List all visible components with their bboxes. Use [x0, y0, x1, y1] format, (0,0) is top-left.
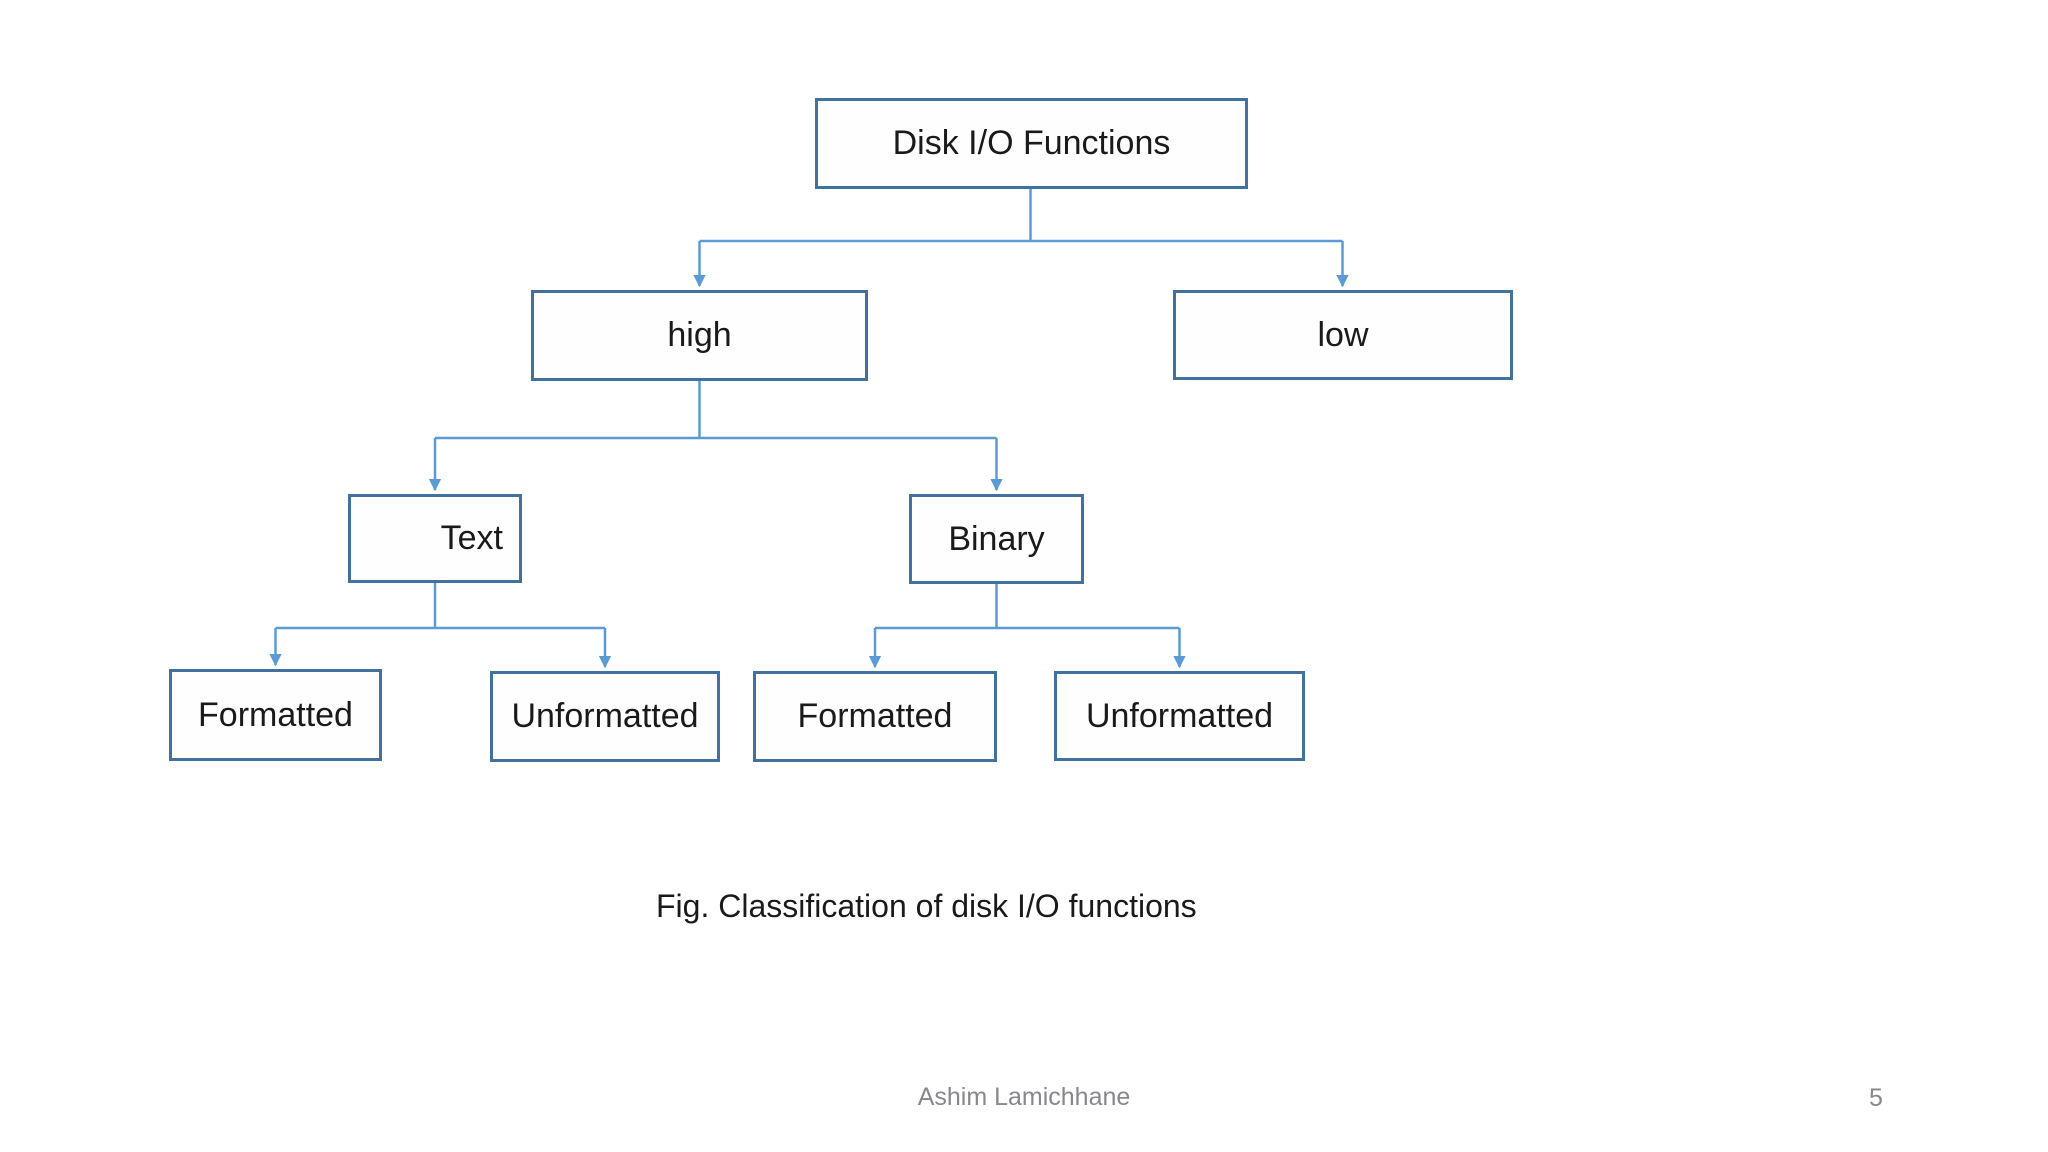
diagram-node-binary: Binary	[909, 494, 1084, 584]
figure-caption: Fig. Classification of disk I/O function…	[656, 888, 1197, 924]
diagram-node-binary-formatted: Formatted	[753, 671, 997, 762]
diagram-node-text: Text	[348, 494, 522, 583]
footer-author: Ashim Lamichhane	[917, 1083, 1131, 1111]
diagram-node-text-unformatted: Unformatted	[490, 671, 720, 762]
diagram-node-high: high	[531, 290, 868, 381]
diagram-node-low: low	[1173, 290, 1513, 380]
page-number: 5	[1869, 1084, 1883, 1112]
diagram-node-binary-unformatted: Unformatted	[1054, 671, 1305, 761]
diagram-node-text-formatted: Formatted	[169, 669, 382, 761]
diagram-node-disk-io-functions: Disk I/O Functions	[815, 98, 1248, 189]
